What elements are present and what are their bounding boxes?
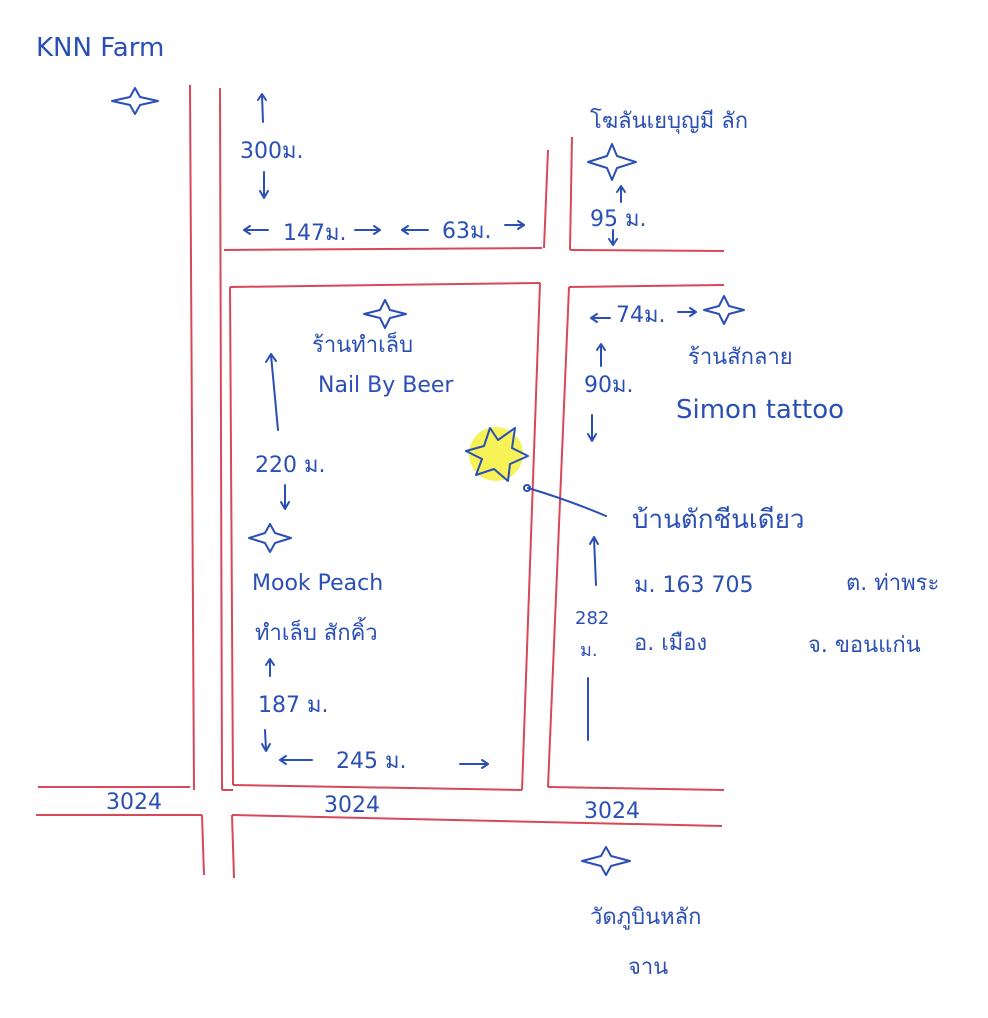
road-left-a	[189, 84, 195, 791]
top-right-place-label: โฆลันเยบุญมี ลัก	[590, 108, 748, 134]
distance-282-number: 282	[575, 608, 609, 629]
distance-187: 187 ม.	[258, 693, 328, 718]
roads	[36, 84, 725, 879]
road-3024-center: 3024	[324, 793, 380, 818]
road-left-c	[201, 814, 205, 876]
road-right-bottom	[547, 786, 725, 791]
house-label: บ้านตักชีนเดียว	[632, 505, 805, 535]
yellow-star-icon	[465, 427, 529, 482]
road-3024-left: 3024	[106, 790, 162, 815]
farm-label: KNN Farm	[36, 33, 164, 63]
four-point-star-icon	[363, 299, 407, 329]
address-province: จ. ขอนแก่น	[808, 633, 921, 658]
distance-90: 90ม.	[584, 373, 634, 398]
address-district: อ. เมือง	[634, 631, 707, 656]
distance-63: 63ม.	[442, 219, 492, 244]
road-3024-bottom	[231, 814, 723, 827]
arrows	[243, 93, 697, 769]
road-mid-b	[569, 136, 573, 251]
nail-shop-thai-label: ร้านทำเล็บ	[312, 330, 413, 358]
distance-147: 147ม.	[283, 221, 347, 246]
road-left-d	[231, 814, 235, 879]
temple-line1: วัดภูบินหลัก	[590, 905, 701, 930]
road-mid-c	[547, 286, 570, 788]
distance-74: 74ม.	[616, 303, 666, 328]
mook-en-label: Mook Peach	[252, 571, 383, 596]
landmarks	[111, 87, 745, 876]
road-3024-right: 3024	[584, 799, 640, 824]
distance-282-unit: ม.	[580, 640, 598, 661]
text-labels: KNN Farm โฆลันเยบุญมี ลัก 300ม. 147ม. 63…	[36, 33, 939, 980]
road-top-b	[569, 249, 725, 252]
block-right	[521, 282, 541, 791]
address-subdistrict: ต. ท่าพระ	[846, 571, 939, 596]
pointer-line	[527, 487, 607, 517]
block-top	[229, 282, 541, 288]
distance-220: 220 ม.	[255, 453, 325, 478]
road-left-b	[219, 87, 223, 791]
four-point-star-icon	[587, 143, 637, 181]
block-left	[229, 286, 234, 786]
tattoo-en-label: Simon tattoo	[676, 395, 844, 425]
nail-shop-en-label: Nail By Beer	[318, 373, 454, 398]
temple-line2: จาน	[628, 955, 668, 980]
road-right-top	[568, 284, 725, 288]
four-point-star-icon	[703, 295, 745, 325]
block-bottom	[232, 784, 523, 791]
four-point-star-icon	[581, 846, 631, 876]
address-line1: ม. 163 705	[634, 573, 753, 598]
distance-245: 245 ม.	[336, 749, 406, 774]
four-point-star-icon	[111, 87, 159, 115]
tattoo-thai-label: ร้านสักลาย	[688, 345, 793, 370]
mook-thai-label: ทำเล็บ สักคิ้ว	[255, 617, 378, 646]
distance-95: 95 ม.	[590, 207, 646, 232]
distance-300: 300ม.	[240, 139, 304, 164]
road-top-a	[223, 247, 543, 251]
road-mid-a	[543, 149, 549, 249]
four-point-star-icon	[248, 523, 292, 553]
